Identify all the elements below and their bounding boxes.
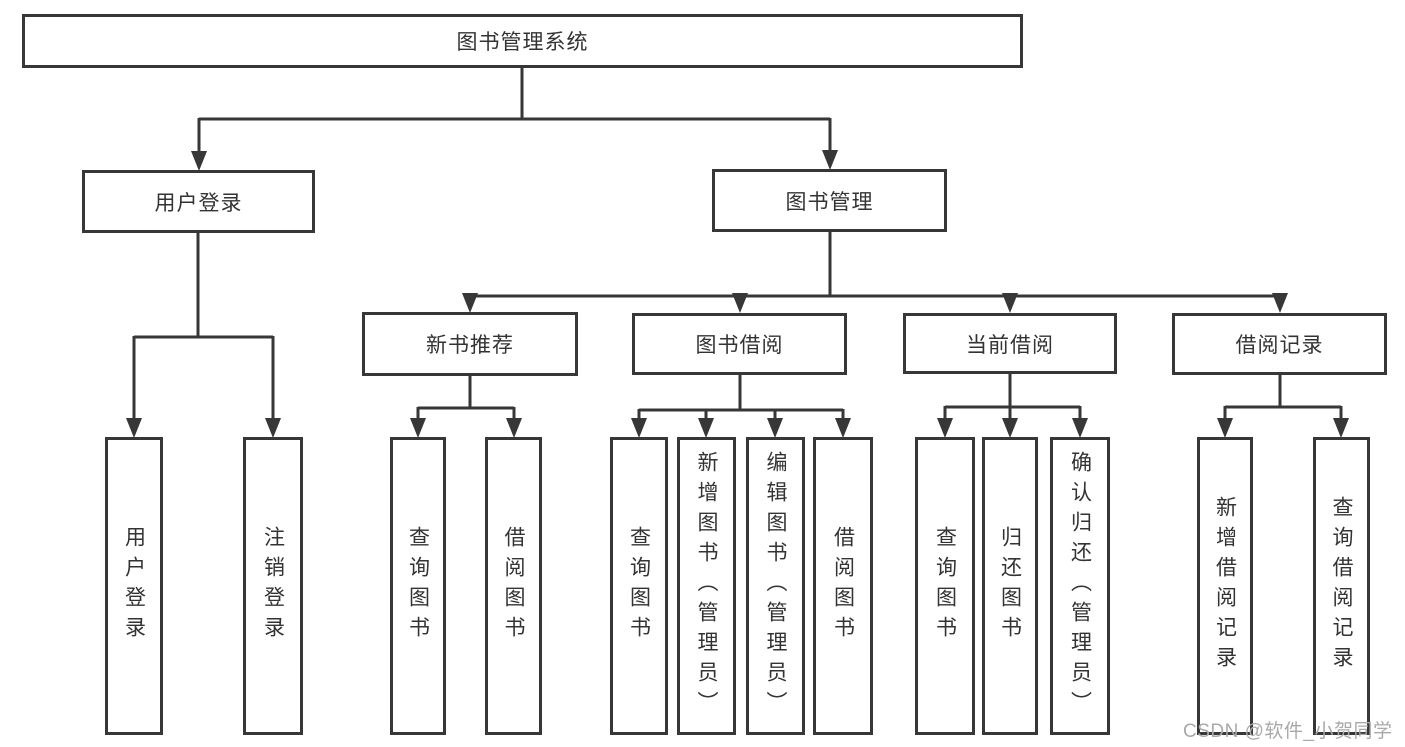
node-root: 图书管理系统	[22, 14, 1023, 68]
leaf-add-borrow-record-label: 新增借阅记录	[1213, 496, 1237, 676]
leaf-rec-borrow-books-label: 借阅图书	[502, 526, 525, 646]
leaf-rec-query-books-label: 查询图书	[406, 526, 430, 646]
leaf-query-borrow-record-label: 查询借阅记录	[1330, 496, 1353, 676]
leaf-borrow-books-label: 借阅图书	[831, 526, 855, 646]
node-user-login: 用户登录	[82, 170, 315, 233]
leaf-add-books-admin-label: 新增图书（管理员）	[695, 451, 718, 721]
leaf-logout: 注销登录	[243, 437, 303, 735]
leaf-user-login: 用户登录	[105, 437, 163, 735]
node-user-login-label: 用户登录	[154, 191, 243, 215]
leaf-current-query-books: 查询图书	[915, 437, 975, 735]
leaf-edit-books-admin: 编辑图书（管理员）	[746, 437, 805, 735]
node-book-management: 图书管理	[712, 169, 947, 232]
csdn-watermark: CSDN @软件_小贺同学	[1183, 721, 1393, 742]
leaf-confirm-return-admin-label: 确认归还（管理员）	[1068, 451, 1092, 721]
leaf-add-borrow-record: 新增借阅记录	[1197, 437, 1253, 735]
leaf-rec-borrow-books: 借阅图书	[485, 437, 542, 735]
leaf-query-borrow-record: 查询借阅记录	[1313, 437, 1370, 735]
leaf-user-login-label: 用户登录	[122, 526, 146, 646]
leaf-return-books-label: 归还图书	[998, 526, 1022, 646]
leaf-rec-query-books: 查询图书	[390, 437, 446, 735]
node-borrow-records: 借阅记录	[1172, 313, 1387, 375]
leaf-add-books-admin: 新增图书（管理员）	[677, 437, 736, 735]
node-root-label: 图书管理系统	[456, 31, 589, 54]
node-book-management-label: 图书管理	[785, 190, 874, 214]
leaf-current-query-books-label: 查询图书	[933, 526, 957, 646]
node-new-book-recommend: 新书推荐	[362, 312, 578, 376]
leaf-borrow-query-books-label: 查询图书	[627, 526, 651, 646]
leaf-borrow-query-books: 查询图书	[610, 437, 668, 735]
node-current-borrow: 当前借阅	[903, 313, 1117, 374]
node-borrow-records-label: 借阅记录	[1235, 334, 1324, 357]
leaf-borrow-books: 借阅图书	[813, 437, 873, 735]
node-book-borrow-label: 图书借阅	[695, 334, 784, 357]
leaf-edit-books-admin-label: 编辑图书（管理员）	[764, 451, 787, 721]
node-book-borrow: 图书借阅	[632, 313, 847, 375]
leaf-confirm-return-admin: 确认归还（管理员）	[1050, 437, 1110, 735]
node-current-borrow-label: 当前借阅	[966, 333, 1054, 357]
node-new-book-recommend-label: 新书推荐	[426, 334, 514, 357]
leaf-logout-label: 注销登录	[261, 526, 285, 646]
leaf-return-books: 归还图书	[982, 437, 1038, 735]
